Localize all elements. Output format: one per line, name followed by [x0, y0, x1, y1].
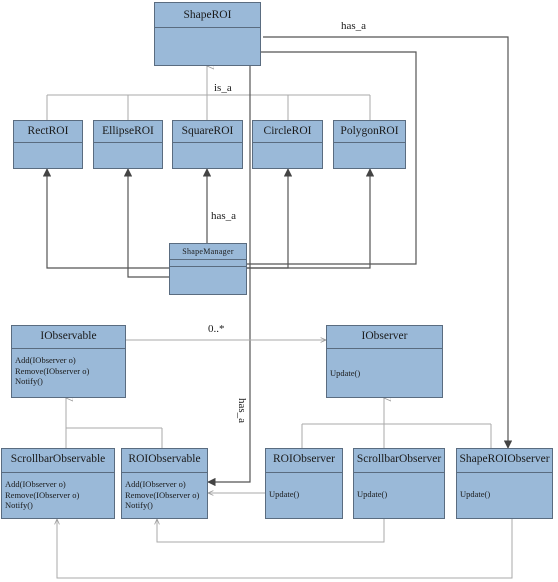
- class-scrollbar-observer[interactable]: ScrollbarObserver Update(): [353, 448, 445, 519]
- operations: Update(): [269, 489, 299, 500]
- class-name: ShapeROIObserver: [459, 453, 550, 465]
- label-is-a: is_a: [214, 82, 232, 94]
- operation: Add(IObserver o): [15, 355, 76, 365]
- divider: [12, 348, 125, 349]
- operation: Update(): [357, 489, 388, 499]
- manager-has-a-roi: [42, 51, 417, 278]
- class-shape-roi-observer[interactable]: ShapeROIObserver Update(): [456, 448, 553, 519]
- operation: Notify(): [125, 500, 153, 510]
- class-name: IObserver: [361, 330, 408, 342]
- class-ellipse-roi[interactable]: EllipseROI: [93, 120, 163, 169]
- class-roi-observer[interactable]: ROIObserver Update(): [265, 448, 343, 519]
- class-name: ShapeROI: [183, 9, 232, 21]
- divider: [122, 472, 207, 473]
- label-has-a-top: has_a: [341, 20, 367, 32]
- class-name: ShapeManager: [182, 247, 234, 256]
- class-shape-roi[interactable]: ShapeROI: [154, 2, 261, 66]
- label-multiplicity: 0..*: [208, 323, 225, 335]
- class-scrollbar-observable[interactable]: ScrollbarObservable Add(IObserver o) Rem…: [1, 448, 115, 519]
- class-polygon-roi[interactable]: PolygonROI: [333, 120, 406, 169]
- label-has-a-manager: has_a: [211, 210, 237, 222]
- divider: [334, 142, 405, 143]
- class-shape-manager[interactable]: ShapeManager: [169, 243, 247, 295]
- divider: [457, 472, 552, 473]
- divider: [253, 142, 322, 143]
- operations: Update(): [460, 489, 490, 500]
- divider: [2, 472, 114, 473]
- divider: [173, 142, 242, 143]
- class-name: RectROI: [27, 125, 69, 137]
- class-name: IObservable: [40, 330, 97, 342]
- divider: [155, 27, 260, 28]
- class-iobservable[interactable]: IObservable Add(IObserver o) Remove(IObs…: [11, 325, 126, 398]
- operations: Update(): [330, 368, 360, 379]
- divider: [354, 472, 444, 473]
- is-a-roi-hierarchy: [46, 66, 371, 120]
- class-name: ROIObserver: [273, 453, 335, 465]
- class-name: CircleROI: [263, 125, 312, 137]
- class-circle-roi[interactable]: CircleROI: [252, 120, 323, 169]
- operation: Update(): [330, 368, 361, 378]
- class-square-roi[interactable]: SquareROI: [172, 120, 243, 169]
- class-name: SquareROI: [181, 125, 234, 137]
- shape-roi-has-a-roi-observable: [207, 66, 251, 487]
- shape-roi-has-a-observer: [263, 36, 513, 449]
- divider: [266, 472, 342, 473]
- divider: [94, 142, 162, 143]
- class-name: EllipseROI: [102, 125, 154, 137]
- class-name: ScrollbarObserver: [356, 453, 442, 465]
- class-rect-roi[interactable]: RectROI: [13, 120, 83, 169]
- divider: [170, 259, 246, 260]
- label-has-a-vertical: has_a: [236, 398, 248, 424]
- class-iobserver[interactable]: IObserver Update(): [326, 325, 443, 398]
- is-a-observer-hierarchy: [301, 398, 492, 448]
- is-a-observable-hierarchy: [66, 398, 163, 448]
- divider: [327, 348, 442, 349]
- operation: Add(IObserver o): [125, 479, 186, 489]
- operation: Notify(): [5, 500, 33, 510]
- class-name: ROIObservable: [128, 453, 201, 465]
- operation: Remove(IObserver o): [5, 489, 80, 500]
- class-roi-observable[interactable]: ROIObservable Add(IObserver o) Remove(IO…: [121, 448, 208, 519]
- operations: Add(IObserver o) Remove(IObserver o) Not…: [125, 479, 199, 511]
- operation: Notify(): [15, 376, 43, 386]
- operation: Update(): [460, 489, 491, 499]
- divider: [14, 142, 82, 143]
- class-name: PolygonROI: [340, 125, 399, 137]
- operation: Update(): [269, 489, 300, 499]
- operations: Update(): [357, 489, 387, 500]
- operations: Add(IObserver o) Remove(IObserver o) Not…: [15, 355, 89, 387]
- observer-refs: [57, 493, 513, 579]
- divider: [170, 266, 246, 267]
- operation: Add(IObserver o): [5, 479, 66, 489]
- class-name: ScrollbarObservable: [10, 453, 106, 465]
- operations: Add(IObserver o) Remove(IObserver o) Not…: [5, 479, 79, 511]
- operation: Remove(IObserver o): [125, 489, 200, 500]
- operation: Remove(IObserver o): [15, 365, 90, 376]
